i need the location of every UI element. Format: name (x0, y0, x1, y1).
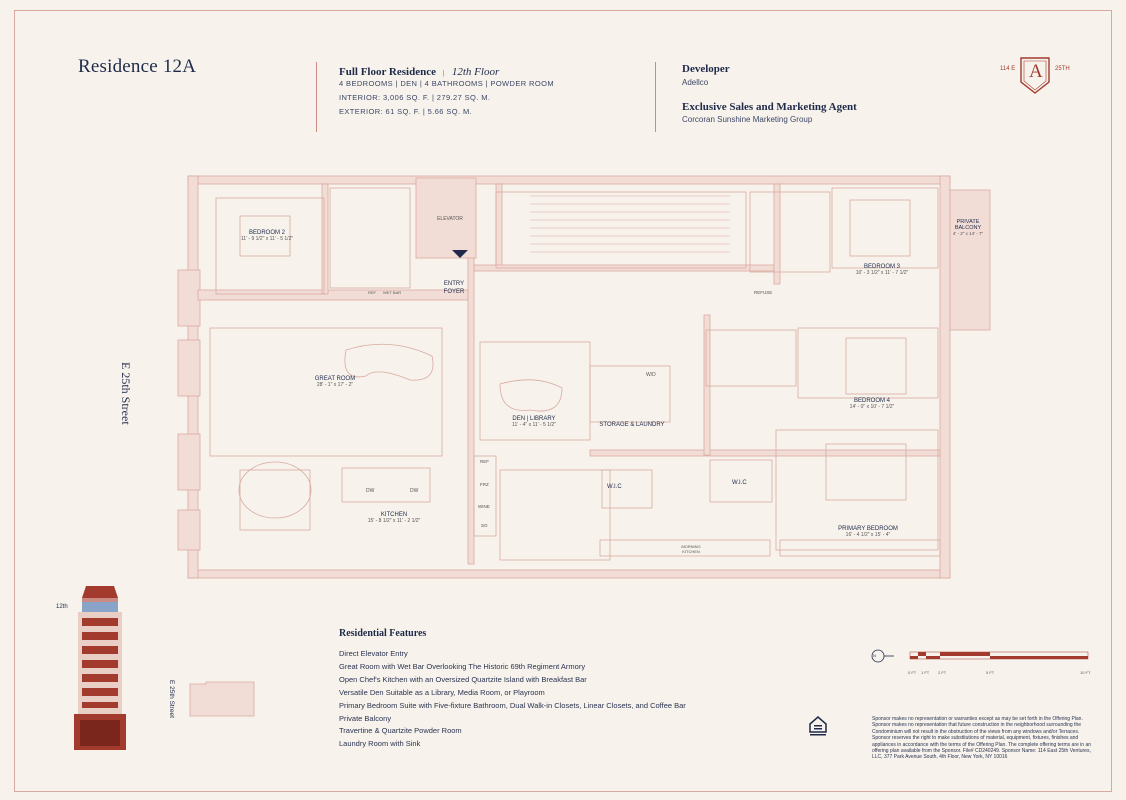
room-dims: 11' - 9 1/2" x 11' - 5 1/2" (240, 236, 294, 242)
rooms-summary: 4 BEDROOMS | DEN | 4 BATHROOMS | POWDER … (339, 79, 554, 88)
page-border (14, 10, 1112, 792)
features-list: Direct Elevator Entry Great Room with We… (339, 648, 789, 751)
feature-item: Laundry Room with Sink (339, 739, 421, 749)
room-dims: 28' - 1" x 17' - 2" (316, 382, 354, 388)
room-elevator: ELEVATOR (437, 216, 463, 222)
label-wine: WINE (478, 504, 490, 509)
scale-label: 1 FT (921, 670, 930, 675)
residence-type-line: Full Floor Residence | 12th Floor (339, 62, 499, 80)
logo-letter: A (1029, 61, 1043, 82)
room-great-room: GREAT ROOM 28' - 1" x 17' - 2" (300, 376, 370, 388)
room-name: PRIVATE BALCONY (954, 219, 982, 231)
header-divider (316, 62, 317, 132)
scale-label: 10 FT (1080, 670, 1091, 675)
room-dims: 16' - 4 1/2" x 15' - 4" (845, 532, 891, 538)
feature-item: Versatile Den Suitable as a Library, Med… (339, 687, 545, 697)
logo-crest-icon (1020, 57, 1050, 94)
room-bedroom-2: BEDROOM 2 11' - 9 1/2" x 11' - 5 1/2" (232, 230, 302, 242)
room-storage-laundry: STORAGE & LAUNDRY (599, 422, 665, 428)
room-name: PRIMARY BEDROOM (838, 526, 898, 532)
developer-label: Developer (682, 63, 730, 75)
scale-label: 5 FT (986, 670, 995, 675)
label-wd: W/D (646, 372, 656, 378)
residence-type: Full Floor Residence (339, 66, 436, 78)
room-entry-foyer: ENTRY FOYER (443, 281, 465, 295)
room-bedroom-4: BEDROOM 4 14' - 0" x 10' - 7 1/2" (832, 398, 912, 410)
residence-title: Residence 12A (78, 56, 197, 77)
room-private-balcony: PRIVATE BALCONY 4' - 2" x 14' - 7" (944, 219, 992, 236)
scale-label: 0 FT (908, 670, 917, 675)
feature-item: Open Chef's Kitchen with an Oversized Qu… (339, 674, 587, 684)
label-wic-1: W.I.C (607, 484, 622, 490)
room-name: BEDROOM 2 (248, 230, 285, 236)
disclaimer: Sponsor makes no representation or warra… (872, 716, 1092, 761)
site-street-label: E 25th Street (168, 680, 175, 718)
features-heading: Residential Features (339, 628, 427, 639)
label-dw-1: DW (366, 488, 375, 494)
header-separator: | (442, 68, 445, 77)
room-name: BEDROOM 3 (863, 264, 900, 270)
room-name: KITCHEN (380, 512, 408, 518)
north-label: N (873, 653, 876, 658)
developer-divider (655, 62, 656, 132)
label-so: SO (481, 523, 488, 528)
agent-label: Exclusive Sales and Marketing Agent (682, 101, 857, 113)
room-dims: 15' - 8 1/2" x 11' - 2 1/2" (367, 518, 421, 524)
label-morning-kitchen: MORNING KITCHEN (681, 544, 701, 554)
building-floor-label: 12th (56, 604, 68, 610)
room-dims: 10' - 3 1/2" x 11' - 7 1/2" (855, 270, 909, 276)
site-footprint-icon (189, 681, 255, 717)
feature-item: Direct Elevator Entry (339, 649, 408, 658)
label-wic-2: W.I.C (732, 480, 747, 486)
scale-bar (871, 649, 1089, 663)
interior-area: INTERIOR: 3,006 SQ. F. | 279.27 SQ. M. (339, 93, 491, 102)
feature-item: Travertine & Quartzite Powder Room (339, 726, 462, 736)
agent-value: Corcoran Sunshine Marketing Group (682, 115, 813, 124)
room-den-library: DEN | LIBRARY 11' - 4" x 11' - 5 1/2" (496, 416, 572, 428)
label-frz: FRZ (480, 482, 489, 487)
logo-left-text: 114 E (1000, 66, 1016, 72)
label-dw-2: DW (410, 488, 419, 494)
label-refuse: REFUSE (754, 290, 773, 295)
floor-label: 12th Floor (451, 66, 500, 78)
label-wet-bar: WET BAR (383, 290, 402, 295)
logo-right-text: 25TH (1055, 66, 1070, 72)
feature-item: Primary Bedroom Suite with Five-fixture … (339, 700, 686, 710)
floor-plan (177, 175, 991, 579)
feature-item: Great Room with Wet Bar Overlooking The … (339, 661, 586, 671)
label-ref-bar: REF (368, 290, 376, 295)
feature-item: Private Balcony (339, 713, 392, 723)
room-name: GREAT ROOM (314, 376, 356, 382)
label-ref: REF (480, 459, 489, 464)
room-bedroom-3: BEDROOM 3 10' - 3 1/2" x 11' - 7 1/2" (842, 264, 922, 276)
street-label: E 25th Street (119, 362, 133, 425)
room-name: BEDROOM 4 (853, 398, 890, 404)
equal-housing-icon (809, 716, 827, 736)
developer-value: Adellco (682, 78, 709, 87)
room-kitchen: KITCHEN 15' - 8 1/2" x 11' - 2 1/2" (356, 512, 432, 524)
room-dims: 14' - 0" x 10' - 7 1/2" (849, 404, 895, 410)
exterior-area: EXTERIOR: 61 SQ. F. | 5.66 SQ. M. (339, 107, 473, 116)
room-dims: 4' - 2" x 14' - 7" (952, 231, 984, 236)
room-primary-bedroom: PRIMARY BEDROOM 16' - 4 1/2" x 15' - 4" (818, 526, 918, 538)
building-elevation-icon (74, 586, 126, 750)
brand-logo: 114 E A 25TH (1000, 52, 1110, 100)
room-dims: 11' - 4" x 11' - 5 1/2" (512, 422, 556, 428)
scale-label: 2 FT (938, 670, 947, 675)
room-name: DEN | LIBRARY (512, 416, 556, 422)
